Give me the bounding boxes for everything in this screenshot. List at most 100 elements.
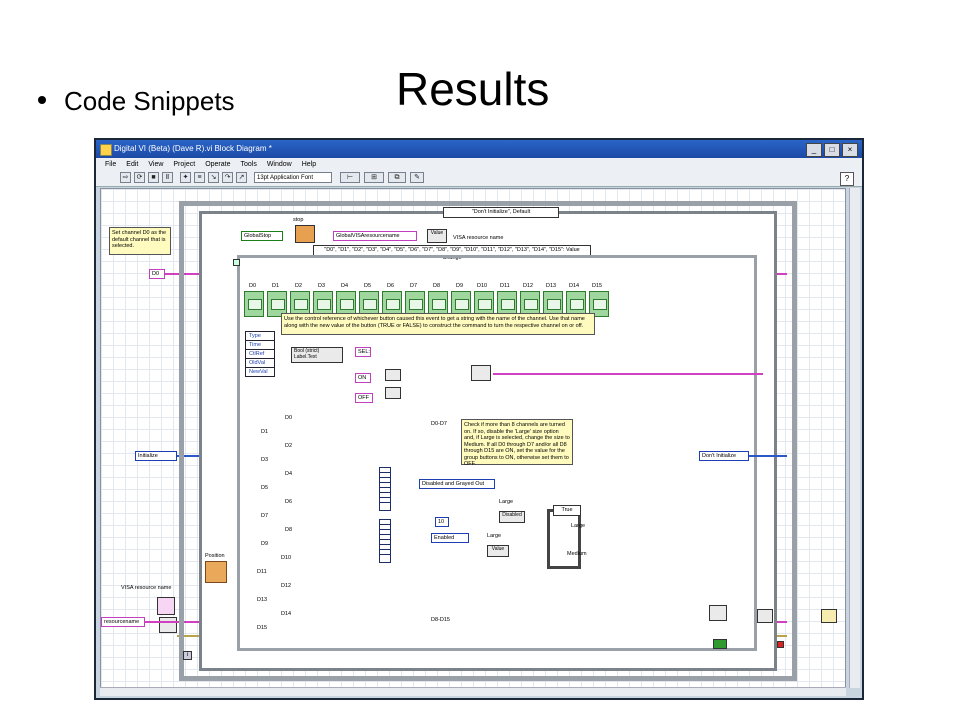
button-label-d13: D13 xyxy=(546,283,557,289)
reorder-icon[interactable]: ⧉ xyxy=(388,172,406,183)
stop-terminal[interactable] xyxy=(295,225,315,243)
channel-button-d2[interactable] xyxy=(290,291,310,317)
button-label-d15: D15 xyxy=(592,283,603,289)
pause-icon[interactable]: Ⅱ xyxy=(162,172,173,183)
channel-button-d3[interactable] xyxy=(313,291,333,317)
button-label-d12: D12 xyxy=(523,283,534,289)
minimize-button[interactable]: _ xyxy=(806,143,822,157)
visa-init-node[interactable] xyxy=(159,617,177,633)
step-into-icon[interactable]: ↘ xyxy=(208,172,219,183)
slide-title: Results xyxy=(396,63,550,115)
step-over-icon[interactable]: ↷ xyxy=(222,172,233,183)
stop-terminal-icon[interactable] xyxy=(777,641,784,648)
menu-operate[interactable]: Operate xyxy=(205,160,231,168)
visa-write-node[interactable] xyxy=(709,605,727,621)
visa-value-node[interactable]: Value xyxy=(427,229,447,243)
case-true-frame xyxy=(547,509,581,569)
d0-constant[interactable]: D0 xyxy=(149,269,165,279)
event-structure-frame xyxy=(237,255,757,651)
context-help-icon[interactable]: ? xyxy=(840,172,854,186)
visa-terminal[interactable] xyxy=(157,597,175,615)
large-label-3: Large xyxy=(571,523,586,529)
menu-file[interactable]: File xyxy=(105,160,117,168)
channel-button-d4[interactable] xyxy=(336,291,356,317)
large-value-node[interactable]: Value xyxy=(487,545,509,557)
label-text-property: Label.Text xyxy=(294,354,317,360)
loop-iteration-icon: i xyxy=(183,651,192,660)
run-continuously-icon[interactable]: ⟳ xyxy=(134,172,145,183)
cleanup-diagram-icon[interactable]: ✎ xyxy=(410,172,424,183)
window-controls: _ □ × xyxy=(806,143,858,157)
menu-view[interactable]: View xyxy=(148,160,164,168)
select-node[interactable] xyxy=(385,369,401,381)
ref-label-d9: D9 xyxy=(261,541,269,547)
button-label-d11: D11 xyxy=(500,283,510,289)
event-data-node[interactable]: Type Time CtlRef OldVal NewVal xyxy=(245,331,275,377)
while-loop-frame xyxy=(179,201,797,681)
bullet-dot-icon xyxy=(38,96,46,105)
event-timeout-icon xyxy=(233,259,240,266)
global-visa[interactable]: GlobalVISAresourcename xyxy=(333,231,417,241)
highlight-execution-icon[interactable]: ✦ xyxy=(180,172,191,183)
case-selector[interactable]: "Don't Initialize", Default xyxy=(443,207,559,218)
font-select[interactable]: 13pt Application Font xyxy=(254,172,332,183)
dont-initialize-enum[interactable]: Don't Initialize xyxy=(699,451,749,461)
align-objects-icon[interactable]: ⊢ xyxy=(340,172,360,183)
close-button[interactable]: × xyxy=(842,143,858,157)
channel-button-d1[interactable] xyxy=(267,291,287,317)
enabled-enum[interactable]: Enabled xyxy=(431,533,469,543)
ref-label-d11: D11 xyxy=(257,569,267,575)
select-node-2[interactable] xyxy=(385,387,401,399)
channel-button-d11[interactable] xyxy=(497,291,517,317)
horizontal-scrollbar[interactable] xyxy=(100,687,846,696)
channel-button-d9[interactable] xyxy=(451,291,471,317)
build-array-a[interactable] xyxy=(379,467,391,511)
sel-constant[interactable]: SEL: xyxy=(355,347,371,357)
bullet-text: Code Snippets xyxy=(64,86,235,116)
concat-strings-node[interactable] xyxy=(471,365,491,381)
menu-help[interactable]: Help xyxy=(301,160,317,168)
retain-wire-values-icon[interactable]: ≡ xyxy=(194,172,205,183)
button-label-d0: D0 xyxy=(249,283,257,289)
menu-window[interactable]: Window xyxy=(266,160,292,168)
visa-resource-label: VISA resource name xyxy=(453,235,504,241)
window-titlebar: Digital VI (Beta) (Dave R).vi Block Diag… xyxy=(96,140,862,158)
stop-condition-node[interactable] xyxy=(713,639,727,649)
ref-label-d4: D4 xyxy=(285,471,293,477)
disabled-grayed-enum[interactable]: Disabled and Grayed Out xyxy=(419,479,495,489)
block-diagram-canvas[interactable]: Set channel D0 as the default channel th… xyxy=(100,188,846,688)
global-stop[interactable]: GlobalStop xyxy=(241,231,283,241)
run-arrow-icon[interactable]: ⇨ xyxy=(120,172,131,183)
window-title: Digital VI (Beta) (Dave R).vi Block Diag… xyxy=(114,144,272,153)
channel-button-d0[interactable] xyxy=(244,291,264,317)
off-constant[interactable]: OFF xyxy=(355,393,373,403)
ten-constant[interactable]: 10 xyxy=(435,517,449,527)
menu-project[interactable]: Project xyxy=(173,160,196,168)
resourcename-control[interactable]: resourcename xyxy=(101,617,145,627)
event-field-type: Type xyxy=(246,332,274,341)
button-label-d6: D6 xyxy=(387,283,395,289)
true-case-selector[interactable]: True xyxy=(553,505,581,516)
distribute-objects-icon[interactable]: ⊞ xyxy=(364,172,384,183)
visa-close-node[interactable] xyxy=(757,609,773,623)
vertical-scrollbar[interactable] xyxy=(849,188,860,688)
maximize-button[interactable]: □ xyxy=(824,143,840,157)
build-array-b[interactable] xyxy=(379,519,391,563)
dont-init-wire xyxy=(749,455,787,457)
ref-label-d12: D12 xyxy=(281,583,292,589)
menu-tools[interactable]: Tools xyxy=(240,160,257,168)
on-constant[interactable]: ON xyxy=(355,373,371,383)
visa-resource-label-left: VISA resource name xyxy=(121,585,172,591)
large-disabled-node[interactable]: Disabled xyxy=(499,511,525,523)
step-out-icon[interactable]: ↗ xyxy=(236,172,247,183)
property-node[interactable]: Bool (strict) Label.Text xyxy=(291,347,343,363)
position-control[interactable] xyxy=(205,561,227,583)
button-label-d5: D5 xyxy=(364,283,372,289)
menu-edit[interactable]: Edit xyxy=(126,160,139,168)
abort-icon[interactable]: ■ xyxy=(148,172,159,183)
channel-button-d15[interactable] xyxy=(589,291,609,317)
bullet-item: Code Snippets xyxy=(38,86,235,117)
error-handler-node[interactable] xyxy=(821,609,837,623)
initialize-enum[interactable]: Initialize xyxy=(135,451,177,461)
position-label: Position xyxy=(205,553,225,559)
